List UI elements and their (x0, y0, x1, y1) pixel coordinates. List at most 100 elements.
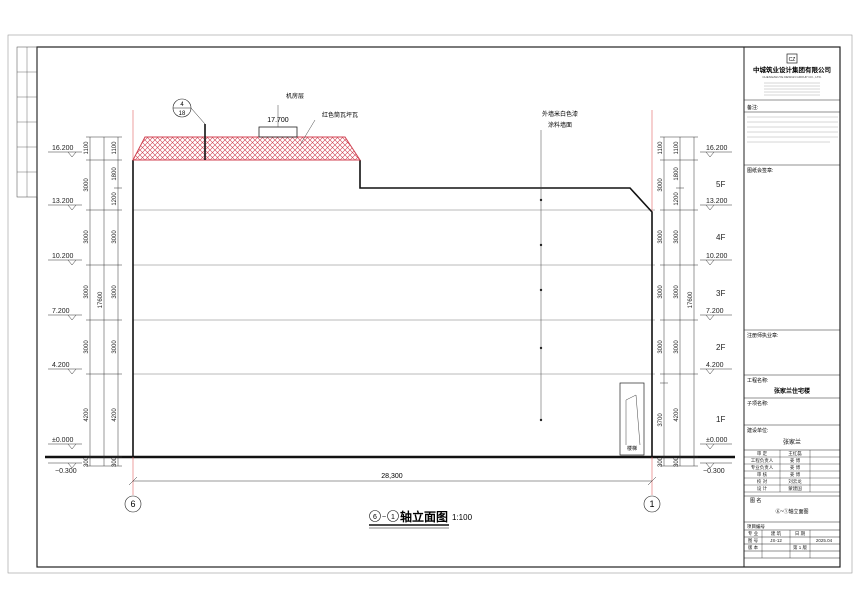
svg-text:−0.300: −0.300 (703, 468, 725, 475)
client-name: 张家兰 (783, 438, 801, 446)
svg-text:CZ: CZ (789, 57, 796, 63)
svg-text:专业负责人: 专业负责人 (751, 464, 774, 471)
svg-text:300: 300 (112, 456, 118, 467)
svg-text:3000: 3000 (84, 178, 90, 192)
svg-text:300: 300 (658, 456, 664, 467)
axis-left-label: 6 (130, 499, 135, 509)
svg-text:1100: 1100 (658, 141, 664, 155)
svg-text:1: 1 (391, 514, 395, 521)
svg-text:3000: 3000 (112, 340, 118, 354)
leader-dots (539, 198, 543, 422)
svg-text:图 号: 图 号 (748, 538, 759, 544)
svg-text:3700: 3700 (658, 413, 664, 427)
notes-lines (747, 116, 838, 143)
svg-text:4200: 4200 (84, 408, 90, 422)
stamp-header: 图纸会签章: (747, 167, 773, 174)
svg-text:3000: 3000 (84, 285, 90, 299)
svg-text:姜 博: 姜 博 (790, 457, 801, 464)
svg-text:7.200: 7.200 (52, 308, 70, 315)
machine-room-label: 机房层 (286, 92, 304, 100)
svg-text:3000: 3000 (84, 340, 90, 354)
svg-text:工程负责人: 工程负责人 (751, 457, 774, 464)
company-logo: CZ (786, 53, 798, 64)
svg-text:1100: 1100 (112, 141, 118, 155)
svg-text:3000: 3000 (112, 285, 118, 299)
machine-room (258, 126, 298, 138)
left-level-marks (48, 151, 82, 469)
svg-text:3F: 3F (716, 289, 725, 298)
svg-text:10.200: 10.200 (706, 253, 728, 260)
svg-text:1F: 1F (716, 415, 725, 424)
title-block (743, 46, 841, 568)
svg-text:4.200: 4.200 (52, 362, 70, 369)
svg-text:1200: 1200 (674, 192, 680, 206)
project-no-label: 项目编号 (747, 523, 765, 530)
wall-paint-label-1: 外墙米白色漆 (542, 110, 578, 118)
svg-text:16.200: 16.200 (52, 145, 74, 152)
drawing-title: 6 ~ 1 轴立面图 1:100 (369, 509, 473, 529)
binding-strip (16, 46, 38, 198)
axis-bubble-right (643, 495, 661, 513)
svg-text:16.200: 16.200 (706, 145, 728, 152)
company-name-en: CHENGZHUYE DESIGN GROUP CO., LTD. (762, 75, 821, 79)
svg-text:17600: 17600 (98, 291, 104, 308)
svg-text:3000: 3000 (658, 178, 664, 192)
svg-text:王红磊: 王红磊 (788, 450, 802, 457)
wall-paint-label-2: 涂料墙面 (548, 121, 572, 129)
project-name-label: 工程名称: (747, 377, 768, 384)
svg-text:姜 博: 姜 博 (790, 471, 801, 478)
svg-text:日 期: 日 期 (795, 531, 806, 537)
top-level-label: 17.700 (267, 117, 289, 124)
svg-text:3000: 3000 (658, 340, 664, 354)
svg-text:±0.000: ±0.000 (706, 437, 727, 444)
client-label: 建设单位: (747, 427, 768, 434)
company-info-lines (764, 82, 820, 96)
floor-labels: 5F 4F 3F 2F 1F (716, 180, 725, 424)
svg-text:13.200: 13.200 (706, 198, 728, 205)
svg-text:3000: 3000 (84, 230, 90, 244)
drawing-name-label: 图 名 (750, 497, 761, 504)
total-dimension (128, 476, 657, 486)
company-name: 中城筑业设计集团有限公司 (753, 65, 831, 74)
axis-right-label: 1 (649, 499, 654, 509)
notes-header: 备注: (747, 104, 758, 111)
right-levels: 16.200 13.200 10.200 7.200 4.200 ±0.000 … (703, 145, 728, 475)
building-outline (132, 160, 653, 457)
right-dim-texts: 1100 3000 3000 3000 3000 3700 300 1100 1… (658, 141, 694, 467)
left-dimension-lines (86, 136, 122, 467)
left-dim-texts: 1100 3000 3000 3000 3000 4200 300 17600 … (84, 141, 118, 467)
svg-text:1:100: 1:100 (452, 513, 473, 522)
svg-text:1200: 1200 (112, 192, 118, 206)
svg-text:4F: 4F (716, 233, 725, 242)
svg-text:5F: 5F (716, 180, 725, 189)
svg-text:楼梯: 楼梯 (627, 445, 637, 452)
svg-text:姜 博: 姜 博 (790, 464, 801, 471)
svg-text:4200: 4200 (112, 408, 118, 422)
right-dimension-lines (660, 136, 698, 467)
svg-text:300: 300 (84, 456, 90, 467)
svg-text:审 定: 审 定 (757, 450, 768, 457)
sub-item-label: 子项名称: (747, 400, 768, 407)
svg-text:3000: 3000 (674, 285, 680, 299)
svg-text:3000: 3000 (674, 340, 680, 354)
svg-text:版 本: 版 本 (748, 544, 759, 551)
callout-top: 4 (180, 102, 184, 108)
outer-border (7, 34, 853, 574)
svg-text:1100: 1100 (674, 141, 680, 155)
svg-text:3000: 3000 (112, 230, 118, 244)
svg-text:−0.300: −0.300 (55, 468, 77, 475)
axis-lines (132, 110, 653, 495)
svg-text:6: 6 (373, 514, 377, 521)
svg-text:建 筑: 建 筑 (771, 530, 782, 537)
stair-door: 楼梯 (619, 382, 645, 456)
svg-text:蒙建国: 蒙建国 (788, 485, 802, 492)
svg-text:3000: 3000 (674, 230, 680, 244)
total-dim-label: 28,300 (381, 473, 403, 480)
axis-bubble-left (124, 495, 142, 513)
svg-text:10.200: 10.200 (52, 253, 74, 260)
svg-text:轴立面图: 轴立面图 (400, 509, 448, 524)
drawing-name: ⑥~①轴立面图 (776, 508, 809, 515)
svg-text:~: ~ (382, 514, 386, 521)
